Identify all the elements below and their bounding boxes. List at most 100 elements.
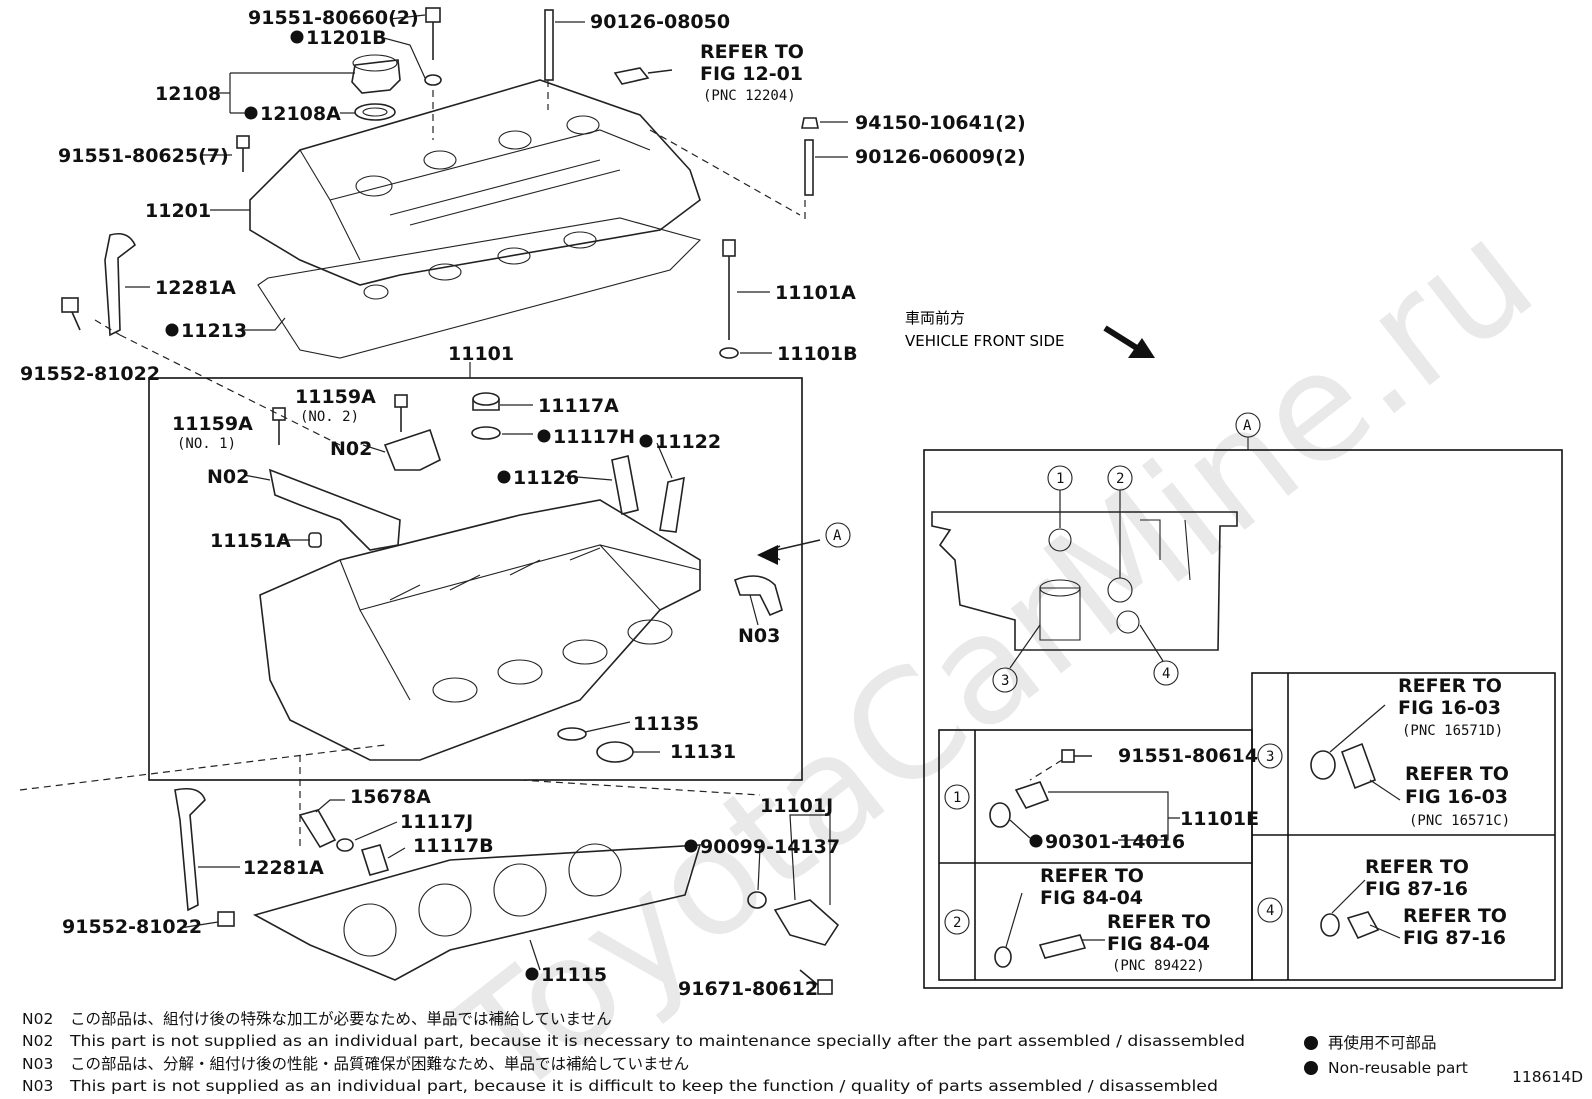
cell-3-parts: [1310, 704, 1401, 801]
note-4-code: N03: [22, 1077, 53, 1095]
label-91671-80612: 91671-80612: [678, 978, 818, 1000]
label-n03: N03: [738, 625, 780, 647]
label-12108: 12108: [155, 83, 221, 105]
label-refer-12-01-c: (PNC 12204): [703, 88, 796, 104]
cell-2-marker: 2: [953, 915, 961, 931]
part-15678a: [298, 809, 337, 849]
label-90126-08050: 90126-08050: [590, 11, 730, 33]
cam-cap-bolt-11159a-no2: [394, 394, 408, 432]
front-side-en: VEHICLE FRONT SIDE: [905, 332, 1065, 350]
cell-4-parts: [1320, 879, 1401, 940]
watermark: ToyotaCarMine.ru: [424, 188, 1565, 1099]
label-91551-80625: 91551-80625(7): [58, 145, 229, 167]
label-12281a-top: 12281A: [155, 277, 236, 299]
label-11117a: 11117A: [538, 395, 619, 417]
cell3-ref1-c: (PNC 16571D): [1402, 723, 1503, 739]
legend-en: Non-reusable part: [1328, 1059, 1468, 1077]
label-11151a: 11151A: [210, 530, 291, 552]
cell-1-marker: 1: [953, 790, 961, 806]
dowel-pin-11151a: [308, 532, 322, 548]
cell3-ref1-b: FIG 16-03: [1398, 697, 1501, 719]
legend: 再使用不可部品 Non-reusable part: [1304, 1034, 1468, 1077]
label-11101b: 11101B: [777, 343, 858, 365]
cam-cap-bolt-11159a-no1: [272, 407, 286, 445]
plug-11117a: [471, 392, 501, 440]
oring-90099-14137: [747, 891, 767, 909]
cell4-ref2-a: REFER TO: [1403, 905, 1507, 927]
label-90099-14137: 90099-14137: [700, 836, 840, 858]
plug-11117b: [360, 844, 390, 876]
marker-3-top: 3: [1001, 673, 1009, 689]
label-15678a: 15678A: [350, 786, 431, 808]
label-11115: 11115: [541, 964, 607, 986]
cell3-ref2-b: FIG 16-03: [1405, 786, 1508, 808]
cell-1-parts: [989, 749, 1180, 841]
front-side-arrow: [1103, 325, 1155, 358]
detail-a-title: A: [1243, 418, 1252, 434]
cam-cap-n02-b: [383, 428, 441, 471]
stud-90126-08050: [544, 9, 554, 81]
cam-cap-n02-a: [268, 468, 401, 551]
cell-4-marker: 4: [1266, 903, 1274, 919]
cell1-sensor: 11101E: [1180, 808, 1259, 830]
label-11117b: 11117B: [413, 835, 494, 857]
cell2-ref2-a: REFER TO: [1107, 911, 1211, 933]
water-elbow-n03: [734, 575, 783, 617]
marker-4-top: 4: [1162, 666, 1170, 682]
sensor-11101j: [773, 899, 840, 946]
label-11159a-no2: 11159A: [295, 386, 376, 408]
label-11159a-no1: 11159A: [172, 413, 253, 435]
footer-notes: N02 この部品は、組付け後の特殊な加工が必要なため、単品では補給していません …: [22, 1010, 1245, 1095]
marker-2-top: 2: [1116, 471, 1124, 487]
label-11159a-no1-sub: (NO. 1): [177, 436, 236, 452]
cell2-ref1-b: FIG 84-04: [1040, 887, 1143, 909]
label-91551-80660: 91551-80660(2): [248, 7, 419, 29]
label-11117j: 11117J: [400, 811, 473, 833]
note-2-code: N02: [22, 1032, 53, 1050]
label-refer-12-01-a: REFER TO: [700, 41, 804, 63]
label-91552-81022-top: 91552-81022: [20, 363, 160, 385]
label-n02-b: N02: [207, 466, 249, 488]
cell-2-parts: [994, 892, 1105, 968]
note-1-text: この部品は、組付け後の特殊な加工が必要なため、単品では補給していません: [70, 1010, 612, 1028]
bolt-91552-81022-bottom: [217, 911, 235, 927]
head-gasket-11115: [252, 843, 702, 981]
engine-hanger-12281a-bottom: [174, 787, 206, 912]
note-1-code: N02: [22, 1010, 53, 1028]
cylinder-head-box: [148, 377, 803, 781]
cell4-ref2-b: FIG 87-16: [1403, 927, 1506, 949]
label-callout-a: A: [833, 528, 842, 544]
cell-markers: [944, 743, 1283, 935]
engine-hanger-12281a-top: [104, 232, 136, 337]
front-side-jp: 車両前方: [905, 309, 965, 327]
oil-cap-12108: [351, 54, 401, 121]
cell4-ref1-b: FIG 87-16: [1365, 878, 1468, 900]
label-n02-a: N02: [330, 438, 372, 460]
label-94150-10641: 94150-10641(2): [855, 112, 1026, 134]
cylinder-head-11101: [259, 499, 701, 761]
label-12108a: 12108A: [260, 103, 341, 125]
bolt-91551-80625: [236, 135, 250, 172]
label-11126: 11126: [513, 467, 579, 489]
ring-11135: [557, 727, 587, 741]
stud-90126-06009: [801, 117, 819, 196]
label-11117h: 11117H: [553, 426, 635, 448]
sensor-fig-12-01: [613, 67, 673, 85]
label-11135: 11135: [633, 713, 699, 735]
marker-1-top: 1: [1056, 471, 1064, 487]
cell1-gasket: 90301-14016: [1045, 831, 1185, 853]
cell2-ref2-c: (PNC 89422): [1112, 958, 1205, 974]
label-90126-06009: 90126-06009(2): [855, 146, 1026, 168]
label-91552-81022-bottom: 91552-81022: [62, 916, 202, 938]
detail-a-box: [923, 449, 1563, 989]
note-3-text: この部品は、分解・組付け後の性能・品質確保が困難なため、単品では補給していません: [70, 1055, 689, 1073]
label-11101a: 11101A: [775, 282, 856, 304]
note-3-code: N03: [22, 1055, 53, 1073]
label-11131: 11131: [670, 741, 736, 763]
cell1-bolt: 91551-80614: [1118, 745, 1258, 767]
cell3-ref2-a: REFER TO: [1405, 763, 1509, 785]
bolt-91551-80660: [424, 7, 442, 86]
leader-lines: [125, 14, 848, 971]
detail-a-markers: [992, 465, 1179, 693]
